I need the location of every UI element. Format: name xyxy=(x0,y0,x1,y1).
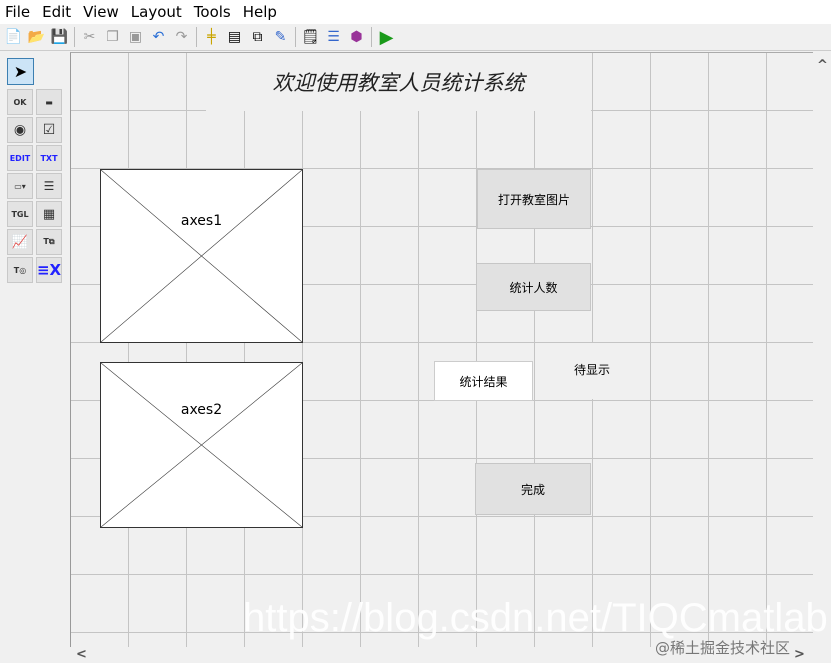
run-icon[interactable]: ▶ xyxy=(379,26,394,48)
radiobutton-tool-icon[interactable]: ◉ xyxy=(7,117,33,143)
menu-help[interactable]: Help xyxy=(242,3,277,21)
activex-tool-icon[interactable]: ≡X xyxy=(36,257,62,283)
paste-icon[interactable]: ▣ xyxy=(128,29,143,45)
separator xyxy=(295,27,296,47)
separator xyxy=(74,27,75,47)
slider-tool-icon[interactable]: ▬ xyxy=(36,89,62,115)
cut-icon[interactable]: ✂ xyxy=(83,29,96,45)
axes-tool-icon[interactable]: 📈 xyxy=(7,229,33,255)
new-icon[interactable]: 📄 xyxy=(4,29,23,45)
result-label[interactable]: 统计结果 xyxy=(434,361,533,401)
object-browser-icon[interactable]: ⬢ xyxy=(350,29,363,45)
save-icon[interactable]: 💾 xyxy=(50,29,69,45)
axes2[interactable]: axes2 xyxy=(100,362,303,528)
scroll-right-icon[interactable]: > xyxy=(794,647,805,662)
axes1-label: axes1 xyxy=(180,213,223,229)
menu-bar: File Edit View Layout Tools Help xyxy=(0,0,831,24)
watermark-community: @稀土掘金技术社区 xyxy=(655,639,791,657)
count-people-button[interactable]: 统计人数 xyxy=(476,263,591,311)
axes-placeholder-cross xyxy=(101,170,302,342)
button-group-tool-icon[interactable]: T◎ xyxy=(7,257,33,283)
separator xyxy=(196,27,197,47)
editor-icon[interactable]: 🗒 xyxy=(301,29,320,45)
axes1[interactable]: axes1 xyxy=(100,169,303,343)
checkbox-tool-icon[interactable]: ☑ xyxy=(36,117,62,143)
listbox-tool-icon[interactable]: ☰ xyxy=(36,173,62,199)
open-image-button[interactable]: 打开教室图片 xyxy=(477,169,591,229)
static-text-tool-icon[interactable]: TXT xyxy=(36,145,62,171)
separator xyxy=(371,27,372,47)
select-tool-icon[interactable]: ➤ xyxy=(7,58,34,85)
undo-icon[interactable]: ↶ xyxy=(152,29,165,45)
axes-placeholder-cross xyxy=(101,363,302,527)
property-inspector-icon[interactable]: ☰ xyxy=(327,29,340,45)
component-palette: ➤ OK ▬ ◉ ☑ EDIT TXT ▭▾ ☰ TGL ▦ 📈 T⧉ T◎ ≡… xyxy=(0,52,70,647)
vertical-scrollbar[interactable]: ^ xyxy=(813,52,831,647)
redo-icon[interactable]: ↷ xyxy=(175,29,188,45)
menu-tools[interactable]: Tools xyxy=(193,3,231,21)
done-button[interactable]: 完成 xyxy=(475,463,591,515)
toolbar-editor-icon[interactable]: ✎ xyxy=(274,29,287,45)
menu-layout[interactable]: Layout xyxy=(130,3,182,21)
edit-text-tool-icon[interactable]: EDIT xyxy=(7,145,33,171)
scroll-left-icon[interactable]: < xyxy=(76,647,87,662)
scroll-up-icon[interactable]: ^ xyxy=(817,58,828,73)
toolbar: 📄 📂 💾 ✂ ❐ ▣ ↶ ↷ ╪ ▤ ⧉ ✎ 🗒 ☰ ⬢ ▶ xyxy=(0,24,831,51)
tab-order-icon[interactable]: ⧉ xyxy=(252,29,263,45)
popup-menu-tool-icon[interactable]: ▭▾ xyxy=(7,173,33,199)
table-tool-icon[interactable]: ▦ xyxy=(36,201,62,227)
align-icon[interactable]: ╪ xyxy=(207,29,216,45)
panel-tool-icon[interactable]: T⧉ xyxy=(36,229,62,255)
pushbutton-tool-icon[interactable]: OK xyxy=(7,89,33,115)
menu-file[interactable]: File xyxy=(5,3,31,21)
open-icon[interactable]: 📂 xyxy=(27,29,46,45)
menu-editor-icon[interactable]: ▤ xyxy=(227,29,242,45)
axes2-label: axes2 xyxy=(180,402,223,418)
toggle-button-tool-icon[interactable]: TGL xyxy=(7,201,33,227)
horizontal-scrollbar[interactable]: < > xyxy=(70,647,813,663)
layout-canvas[interactable]: 欢迎使用教室人员统计系统 axes1 axes2 打开教室图片 统计人数 统计结… xyxy=(70,52,813,647)
menu-view[interactable]: View xyxy=(83,3,119,21)
title-text[interactable]: 欢迎使用教室人员统计系统 xyxy=(206,53,591,111)
menu-edit[interactable]: Edit xyxy=(42,3,72,21)
result-value-text[interactable]: 待显示 xyxy=(535,343,649,399)
copy-icon[interactable]: ❐ xyxy=(106,29,119,45)
